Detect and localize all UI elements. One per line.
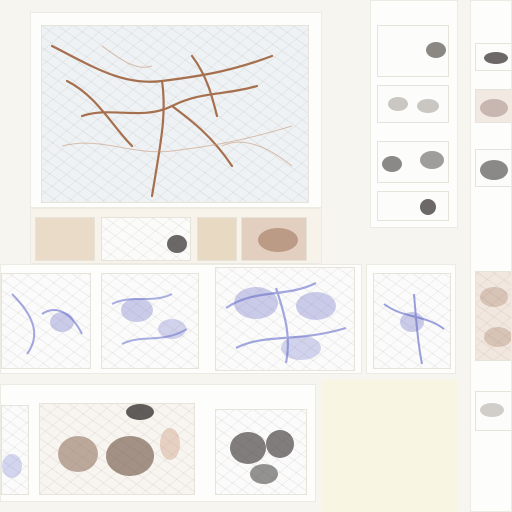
thumb-strip-top (30, 208, 322, 264)
far-right-thumb-1[interactable] (475, 43, 511, 71)
blob (420, 199, 436, 215)
mesh-texture (102, 274, 198, 368)
blue-structure (383, 293, 445, 365)
dark-cluster-3[interactable] (215, 409, 307, 495)
far-right-thumb-3[interactable] (475, 149, 511, 187)
mesh-texture (2, 406, 28, 494)
blue-network-row (0, 264, 362, 374)
cream-area (322, 380, 458, 512)
thumbnail-2[interactable] (101, 217, 191, 261)
blue-structure (11, 293, 83, 355)
blob (480, 99, 508, 117)
dark-cluster-1[interactable] (1, 405, 29, 495)
blob (480, 287, 511, 347)
blob (388, 97, 439, 113)
blob (484, 52, 508, 64)
far-right-column-panel (470, 0, 512, 512)
dark-blob (167, 235, 187, 253)
blue-structure (111, 293, 188, 345)
dark-blobs (58, 404, 180, 476)
blue-network-3[interactable] (215, 267, 355, 371)
column-thumb-3[interactable] (377, 141, 449, 183)
dark-cluster-2[interactable] (39, 403, 195, 495)
filament-network-drawing (50, 44, 293, 198)
dark-cluster-row (0, 384, 316, 502)
network-panel-large (30, 12, 322, 208)
blue-network-2[interactable] (101, 273, 199, 369)
blob (382, 151, 444, 172)
blue-network-1[interactable] (1, 273, 91, 369)
thumbnail-1[interactable] (35, 217, 95, 261)
thumbnail-3[interactable] (197, 217, 237, 261)
blob (258, 228, 298, 252)
mesh-texture (476, 272, 511, 360)
mesh-texture (374, 274, 450, 368)
far-right-thumb-5[interactable] (475, 391, 511, 431)
far-right-thumb-2[interactable] (475, 89, 511, 123)
blob (2, 454, 22, 478)
blue-network-4[interactable] (373, 273, 451, 369)
network-image-brown[interactable] (41, 25, 309, 203)
column-thumb-1[interactable] (377, 25, 449, 77)
blob (426, 42, 446, 58)
far-right-thumb-4[interactable] (475, 271, 511, 361)
right-column-panel (370, 0, 458, 228)
column-thumb-4[interactable] (377, 191, 449, 221)
blue-structure (225, 282, 347, 364)
mesh-texture (2, 274, 90, 368)
thumbnail-4[interactable] (241, 217, 307, 261)
column-thumb-2[interactable] (377, 85, 449, 123)
blob (480, 160, 508, 180)
blue-network-single (366, 264, 456, 374)
blob (480, 403, 504, 417)
dark-blobs (230, 430, 294, 484)
